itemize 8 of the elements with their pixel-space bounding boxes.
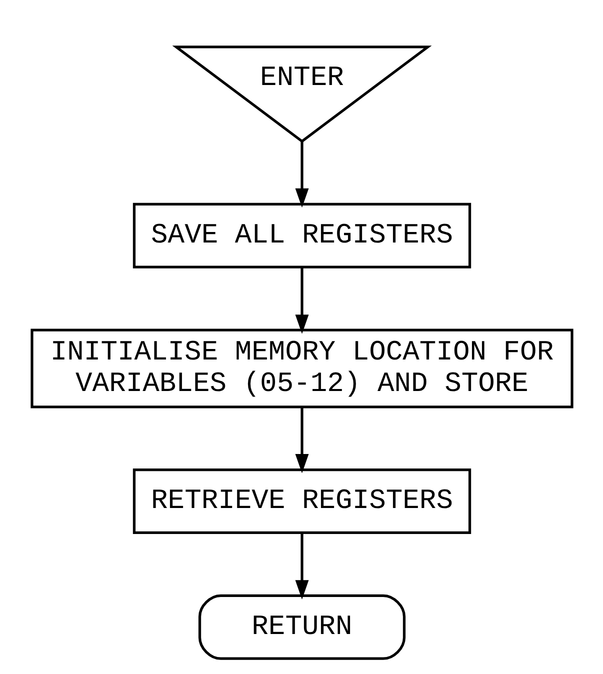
arrow [294, 267, 308, 334]
node-box: INITIALISE MEMORY LOCATION FOR VARIABLES (05-12) AND STORE [30, 328, 573, 408]
arrow [294, 406, 308, 474]
node-box: SAVE ALL REGISTERS [132, 202, 471, 268]
node-box: RETRIEVE REGISTERS [132, 468, 471, 534]
node-box: RETURN [198, 594, 406, 660]
arrow [294, 533, 308, 600]
arrow [294, 141, 308, 208]
